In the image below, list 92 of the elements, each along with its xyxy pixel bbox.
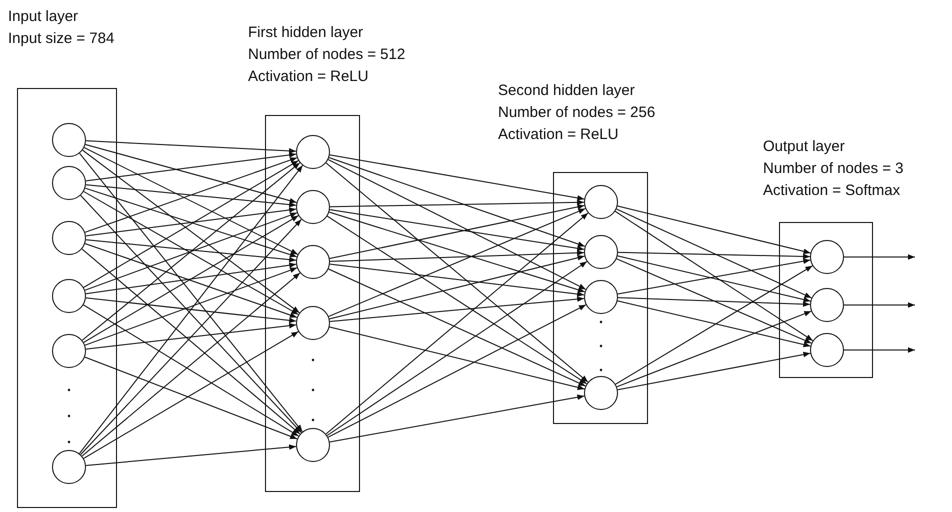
arrow xyxy=(616,208,812,298)
neuron-circle xyxy=(584,185,618,219)
neuron-circle xyxy=(584,235,618,269)
layer-property: Activation = Softmax xyxy=(763,181,900,201)
arrow xyxy=(328,268,586,386)
layer-title: Input layer xyxy=(8,7,78,27)
arrow xyxy=(86,140,296,154)
arrow xyxy=(329,209,585,252)
neuron-circle xyxy=(52,166,86,200)
neuron-circle xyxy=(52,123,86,157)
arrow xyxy=(85,152,297,182)
arrow xyxy=(85,444,297,466)
arrow xyxy=(328,157,586,247)
arrow xyxy=(617,206,811,254)
arrow xyxy=(83,160,299,288)
neuron-circle xyxy=(296,428,330,462)
arrow xyxy=(329,255,585,320)
arrow xyxy=(618,252,810,260)
arrow xyxy=(617,255,811,302)
arrow xyxy=(83,304,299,437)
arrow xyxy=(844,254,916,260)
arrow xyxy=(329,154,585,201)
arrow xyxy=(328,304,586,438)
arrow xyxy=(84,267,298,346)
arrow xyxy=(329,204,585,259)
neuron-circle xyxy=(52,221,86,255)
arrow xyxy=(84,356,298,440)
neuron-circle xyxy=(52,279,86,313)
arrow xyxy=(328,212,586,292)
arrow xyxy=(82,150,300,314)
arrow xyxy=(615,265,813,385)
arrow xyxy=(616,258,812,344)
arrow xyxy=(329,296,585,322)
neuron-circle xyxy=(52,450,86,484)
arrow xyxy=(326,261,588,436)
arrow xyxy=(83,215,299,343)
arrow xyxy=(330,250,584,262)
arrow xyxy=(84,243,298,318)
arrow xyxy=(617,300,811,348)
arrow xyxy=(85,239,297,262)
arrow xyxy=(326,162,588,383)
neuron-circle xyxy=(296,190,330,224)
neuron-circle xyxy=(810,288,844,322)
arrow xyxy=(83,191,299,315)
arrow xyxy=(85,322,297,350)
arrow xyxy=(80,218,302,456)
arrow xyxy=(617,258,811,294)
neuron-circle xyxy=(296,306,330,340)
neuron-circle xyxy=(584,280,618,314)
arrow xyxy=(85,262,297,294)
arrow xyxy=(329,394,585,442)
layer-title: Output layer xyxy=(763,137,845,157)
arrow xyxy=(82,248,300,434)
layer-title: First hidden layer xyxy=(248,23,364,43)
arrow xyxy=(84,157,298,233)
neuron-circle xyxy=(296,135,330,169)
layer-property: Activation = ReLU xyxy=(248,67,368,87)
arrow xyxy=(617,352,811,390)
layer-property: Number of nodes = 3 xyxy=(763,159,904,179)
arrow xyxy=(329,326,585,390)
layer-property: Number of nodes = 256 xyxy=(498,103,656,123)
arrow xyxy=(85,184,297,208)
arrow xyxy=(616,310,812,388)
neuron-circle xyxy=(296,245,330,279)
arrow xyxy=(80,194,302,434)
layer-property: Number of nodes = 512 xyxy=(248,45,406,65)
arrow xyxy=(84,147,298,255)
arrow xyxy=(328,159,586,290)
layer-property: Input size = 784 xyxy=(8,29,114,49)
layer-title: Second hidden layer xyxy=(498,81,635,101)
arrow xyxy=(84,188,298,258)
arrow xyxy=(83,331,299,459)
arrow xyxy=(326,212,588,434)
arrow xyxy=(330,200,584,208)
arrow xyxy=(85,207,297,236)
arrow xyxy=(84,212,298,291)
neuron-circle xyxy=(584,376,618,410)
arrow xyxy=(618,297,810,307)
arrow xyxy=(84,144,298,204)
neuron-circle xyxy=(810,333,844,367)
arrow xyxy=(82,272,300,457)
arrow xyxy=(328,208,586,317)
arrow xyxy=(85,297,297,324)
arrow xyxy=(844,347,916,353)
arrow xyxy=(326,216,588,384)
arrow xyxy=(614,210,814,342)
arrow xyxy=(82,162,300,341)
layer-property: Activation = ReLU xyxy=(498,125,618,145)
neuron-circle xyxy=(52,334,86,368)
neuron-circle xyxy=(810,240,844,274)
arrow xyxy=(844,302,916,308)
arrow xyxy=(329,264,585,297)
